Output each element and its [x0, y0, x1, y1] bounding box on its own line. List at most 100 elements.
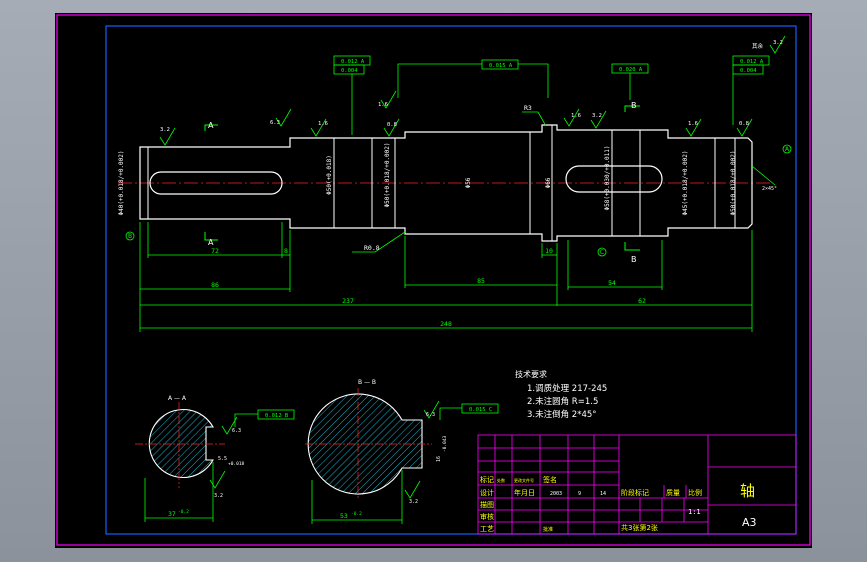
- shaft-main-view: Φ40(+0.018/+0.002) Φ50(+0.018) Φ50(+0.01…: [118, 55, 792, 332]
- notes-heading: 技术要求: [515, 369, 547, 379]
- section-mark-b-bottom: [624, 242, 640, 251]
- dim-10: 10: [545, 247, 553, 255]
- roughness-8: 1.6: [688, 121, 698, 127]
- tb-month: 9: [578, 491, 581, 497]
- section-aa-profile: [148, 409, 214, 478]
- notes-line-3: 3.未注倒角 2*45°: [527, 409, 597, 420]
- tolerance-frames: [333, 55, 770, 135]
- datum-c-circle: [597, 247, 607, 257]
- section-mark-a-top: [204, 124, 218, 131]
- roughness-symbols: [159, 90, 753, 146]
- tb-change-doc: 更改文件号: [514, 477, 534, 483]
- inner-frame: [105, 25, 797, 535]
- dim-86: 86: [211, 281, 219, 289]
- leader-r08: [352, 231, 406, 253]
- tb-year: 2003: [550, 491, 562, 497]
- tol-right1: 0.012 A: [740, 59, 764, 65]
- datum-a-label: A: [785, 146, 790, 153]
- tol-left2: 0.004: [341, 68, 358, 74]
- datum-b-label: B: [128, 233, 132, 240]
- notes-line-1: 1.调质处理 217-245: [527, 383, 607, 394]
- tb-part-name: 轴: [740, 482, 755, 500]
- datum-b-circle: [125, 231, 135, 241]
- roughness-1: 3.2: [160, 127, 170, 133]
- roughness-other-value: 3.2: [773, 40, 783, 46]
- tol-right-b: 0.020 A: [619, 67, 643, 73]
- section-bb-roughness-flat: 6.3: [426, 412, 435, 418]
- tb-day: 14: [600, 491, 606, 497]
- dia-left-end: Φ40(+0.018/+0.002): [118, 150, 125, 215]
- dim-54: 54: [608, 279, 616, 287]
- tb-design: 设计: [480, 488, 494, 497]
- roughness-other: 其余 3.2: [752, 35, 786, 54]
- tb-signature: 签名: [543, 475, 557, 484]
- title-block: 标记 处数 更改文件号 签名 设计 年月日 描图 审核 工艺 批准 阶段标记 质…: [477, 434, 797, 535]
- roughness-other-label: 其余: [752, 42, 764, 50]
- section-aa-flat: 5.5: [218, 456, 227, 462]
- dimension-lines: [139, 222, 753, 332]
- section-aa-width-tol: -0.2: [178, 509, 189, 515]
- section-bb-width-tol: -0.2: [351, 511, 362, 517]
- tb-weight: 质量: [666, 488, 680, 497]
- dia-seat-right: Φ45(+0.018/+0.002): [682, 150, 689, 215]
- shaft-step-lines: [147, 125, 736, 241]
- section-bb-flat-tol: -0.043: [442, 435, 448, 452]
- section-aa-tolerance: 0.012 B: [265, 413, 289, 419]
- tol-center: 0.015 A: [489, 63, 513, 69]
- dim-237: 237: [342, 297, 354, 305]
- section-bb-title: B — B: [358, 379, 376, 386]
- dia-keyway-left: Φ50(+0.018): [326, 155, 333, 195]
- outer-frame: [56, 14, 811, 546]
- tb-stage: 阶段标记: [621, 488, 649, 497]
- tb-scale-label: 比例: [688, 488, 702, 497]
- section-mark-a-bottom: [204, 232, 218, 241]
- section-mark-b-top: [624, 105, 640, 112]
- roughness-3: 1.6: [318, 121, 328, 127]
- tb-sheets: 共3张第2张: [621, 523, 658, 532]
- section-bb-width: 53: [340, 512, 348, 520]
- dia-collar: Φ66: [545, 177, 552, 188]
- tb-count: 处数: [497, 477, 505, 483]
- tb-review: 审核: [480, 512, 494, 521]
- section-label-a-bottom: A: [208, 238, 214, 247]
- section-aa-roughness-side: 3.2: [214, 493, 223, 499]
- section-bb: B — B 53 -0.2 16 -0.043 0.015 C 6.3 3.2: [305, 379, 499, 524]
- callout-r3: R3: [524, 104, 532, 112]
- section-aa: A — A 37 -0.2 5.5 +0.018 0.012 B 6.3 3.2: [135, 395, 295, 522]
- dia-seat-left: Φ50(+0.018/+0.002): [384, 142, 391, 207]
- section-bb-roughness-side: 3.2: [409, 499, 418, 505]
- roughness-6: 1.6: [571, 113, 581, 119]
- section-bb-flat: 16: [436, 456, 442, 462]
- section-aa-flat-tol: +0.018: [228, 461, 245, 467]
- callout-chamfer: 2×45°: [762, 186, 777, 192]
- dim-62: 62: [638, 297, 646, 305]
- tb-paper-size: A3: [742, 516, 757, 529]
- roughness-9: 0.8: [739, 121, 749, 127]
- datum-a-circle: [782, 144, 792, 154]
- dim-72: 72: [211, 247, 219, 255]
- dim-248: 248: [440, 320, 452, 328]
- dia-right-end: Φ50(+0.018/+0.002): [730, 150, 737, 215]
- roughness-7: 3.2: [592, 113, 602, 119]
- roughness-4: 1.6: [378, 102, 388, 108]
- keyway-right: [565, 165, 663, 193]
- notes-line-2: 2.未注圆角 R=1.5: [527, 396, 598, 407]
- section-aa-title: A — A: [168, 395, 187, 402]
- section-label-a-top: A: [208, 121, 214, 130]
- tol-left1: 0.012 A: [341, 59, 365, 65]
- leader-chamfer: [751, 165, 776, 186]
- datum-c-label: C: [600, 249, 604, 256]
- dia-keyway-right: Φ58(+0.030/+0.011): [604, 145, 611, 210]
- section-bb-tolerance: 0.015 C: [469, 407, 492, 413]
- keyway-left: [149, 171, 283, 195]
- tol-right2: 0.004: [740, 68, 757, 74]
- leader-r3: [522, 111, 547, 127]
- tb-approve: 批准: [543, 526, 553, 533]
- dim-8: 8: [284, 247, 288, 255]
- tb-draft: 描图: [480, 500, 494, 509]
- callout-r08: R0.8: [364, 244, 380, 252]
- section-label-b-top: B: [631, 101, 637, 110]
- tb-process: 工艺: [480, 525, 494, 533]
